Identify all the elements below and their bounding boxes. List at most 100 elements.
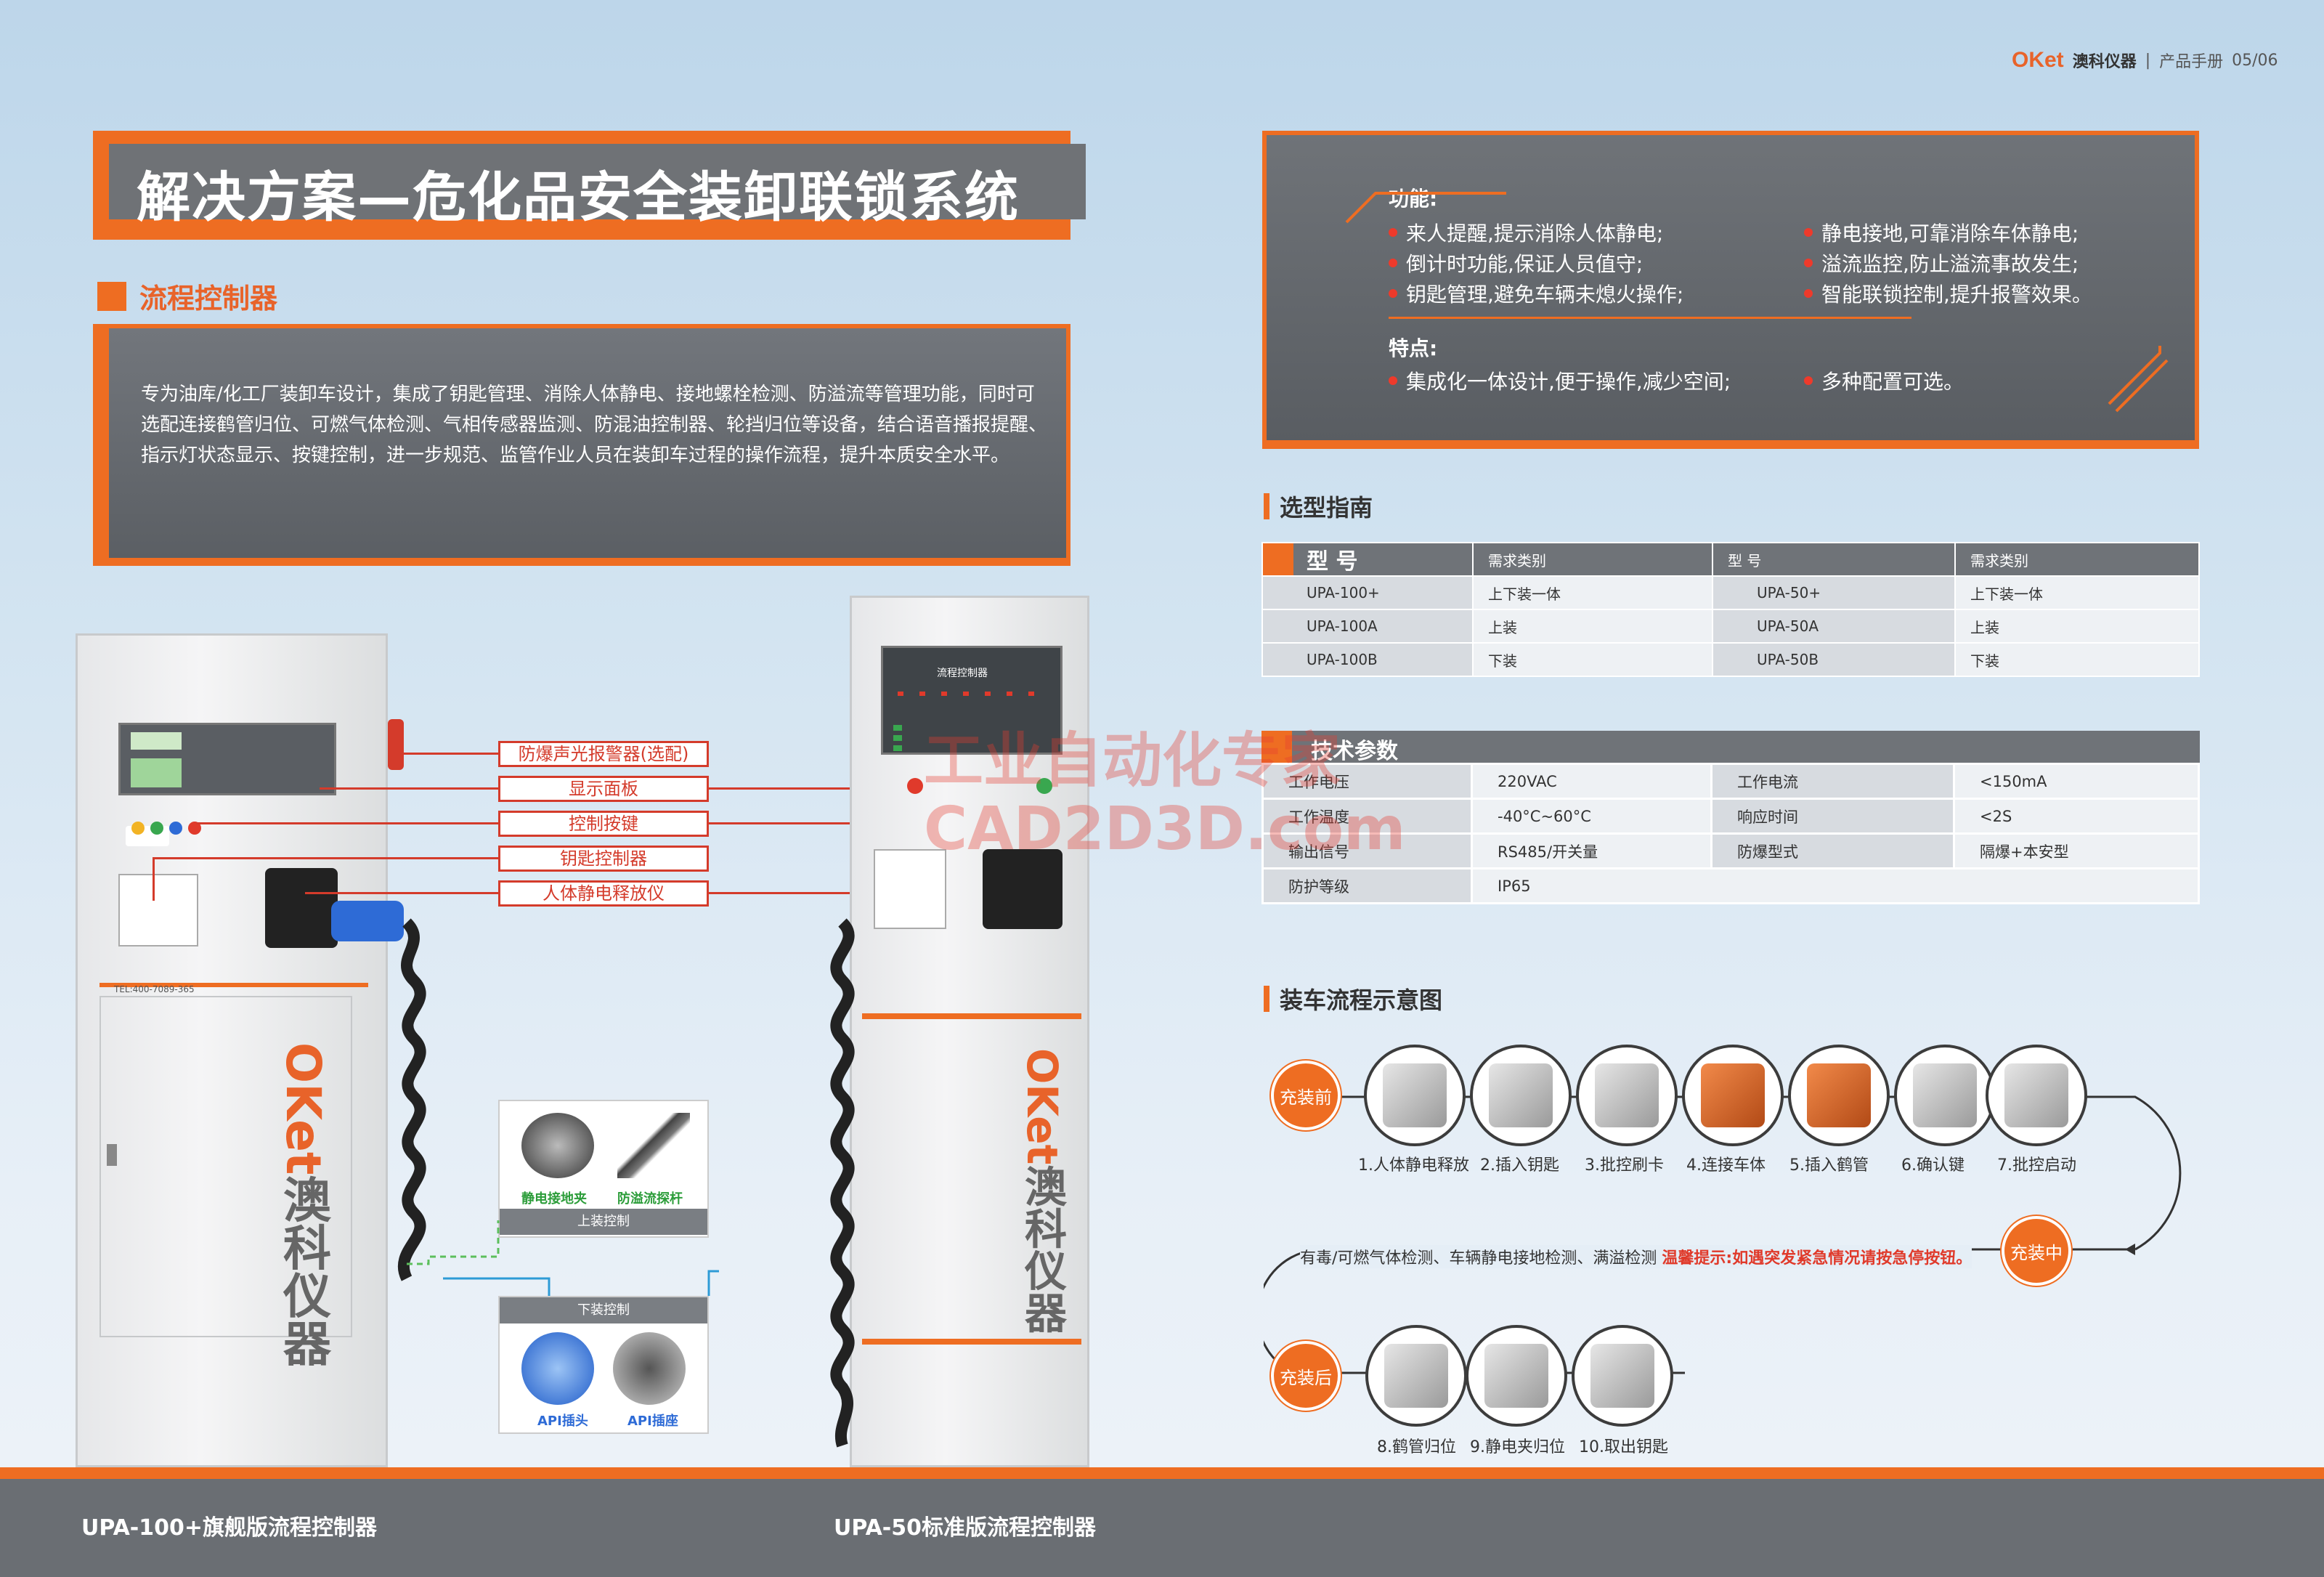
table-cell: UPA-50+ [1712,575,1956,610]
description-box: 专为油库/化工厂装卸车设计，集成了钥匙管理、消除人体静电、接地螺栓检测、防溢流等… [93,324,1070,566]
brand-logo: OKet [2012,48,2064,72]
page-header: OKet 澳科仪器 | 产品手册 05/06 [2012,48,2278,73]
page-number: 05/06 [2232,51,2278,70]
callout-line [320,787,498,790]
table-cell: 下装 [1954,642,2200,677]
coiled-cable [397,918,426,1281]
panel-title: 流程控制器 [937,668,988,679]
top-loading-box: 静电接地夹 防溢流探杆 上装控制 [498,1100,709,1238]
table-row: UPA-100+ 上下装一体 UPA-50+ 上下装一体 [1261,575,2200,610]
description-inner: 专为油库/化工厂装卸车设计，集成了钥匙管理、消除人体静电、接地螺栓检测、防溢流等… [109,328,1066,558]
selection-heading: 选型指南 [1264,490,1373,523]
cabinet-brand: OKet澳科仪器 [1017,1048,1067,1334]
callout-display: 显示面板 [498,776,709,802]
table-cell: 220VAC [1471,763,1712,800]
function-item: 智能联锁控制,提升报警效果。 [1804,279,2092,308]
features-box: 功能: 来人提醒,提示消除人体静电; 静电接地,可靠消除车体静电; 倒计时功能,… [1262,131,2199,449]
step-image [1986,1045,2087,1146]
table-row: 工作温度 -40°C~60°C 响应时间 <2S [1261,798,2200,835]
step-label: 3.批控刷卡 [1585,1156,1664,1175]
bottom-loading-box: 下装控制 API插头 API插座 [498,1296,709,1434]
table-cell: RS485/开关量 [1471,832,1712,869]
step-label: 1.人体静电释放 [1358,1156,1469,1175]
selection-table: 型 号 需求类别 型 号 需求类别 UPA-100+ 上下装一体 UPA-50+… [1261,542,2200,677]
orange-stripe [862,1339,1081,1345]
table-cell: 下装 [1472,642,1713,677]
brand-name: 澳科仪器 [2072,53,2137,71]
table-cell: 防护等级 [1261,867,1473,904]
table-cell: 工作电流 [1710,763,1955,800]
flow-heading: 装车流程示意图 [1264,982,1442,1015]
top-loading-bar: 上装控制 [500,1209,707,1235]
table-cell: UPA-50A [1712,609,1956,644]
header-cell: 型 号 [1712,542,1956,577]
table-row: 工作电压 220VAC 工作电流 <150mA [1261,763,2200,800]
static-release-device[interactable] [983,849,1063,929]
probe-label: 防溢流探杆 [617,1191,683,1207]
green-button[interactable] [150,822,163,835]
table-cell: UPA-100+ [1261,575,1474,610]
callout-static: 人体静电释放仪 [498,880,709,907]
confirm-button[interactable] [1036,778,1052,794]
alarm-beacon [388,719,404,770]
footer-right-caption: UPA-50标准版流程控制器 [834,1515,1097,1541]
footer-bar: UPA-100+旗舰版流程控制器 UPA-50标准版流程控制器 [0,1467,2324,1577]
step-label: 5.插入鹤管 [1789,1156,1869,1175]
step-image [1364,1045,1466,1146]
callout-buttons: 控制按键 [498,811,709,837]
function-label: 功能: [1389,187,1438,211]
red-button[interactable] [188,822,201,835]
table-cell: -40°C~60°C [1471,798,1712,835]
section-heading: 流程控制器 [97,276,277,316]
static-release-device[interactable] [265,868,338,948]
api-plug [331,901,404,941]
table-cell: 隔爆+本安型 [1953,832,2200,869]
cabinet-door[interactable] [99,996,352,1337]
callout-line [709,787,905,790]
table-cell: UPA-50B [1712,642,1956,677]
function-item: 钥匙管理,避免车辆未熄火操作; [1389,279,1683,308]
detection-text: 有毒/可燃气体检测、车辆静电接地检测、满溢检测 [1300,1249,1657,1268]
step-image [1894,1045,1996,1146]
step-label: 7.批控启动 [1997,1156,2076,1175]
cabinet-brand: OKet澳科仪器 [275,1042,331,1367]
door-handle[interactable] [107,1144,117,1166]
lcd-screen [131,758,182,787]
callout-line [305,892,498,894]
callout-line [153,857,155,901]
title-banner: 解决方案—危化品安全装卸联锁系统 [93,131,1086,240]
function-item: 静电接地,可靠消除车体静电; [1804,218,2079,247]
header-cell: 型 号 [1261,542,1474,577]
step-image [1682,1045,1784,1146]
node-before-loading: 充装前 [1271,1061,1341,1130]
page-title: 解决方案—危化品安全装卸联锁系统 [137,166,1020,229]
step-label: 2.插入钥匙 [1480,1156,1559,1175]
control-panel: 流程控制器 [881,646,1063,755]
table-row: 防护等级 IP65 [1261,867,2200,904]
blue-button[interactable] [169,822,182,835]
node-after-loading: 充装后 [1271,1341,1341,1411]
node-during-loading: 充装中 [2002,1216,2071,1286]
manual-label: 产品手册 [2159,53,2224,71]
emergency-button[interactable] [907,778,923,794]
table-cell: <150mA [1953,763,2200,800]
tel-text: TEL:400-7089-365 [114,984,195,994]
lcd-screen [131,732,182,750]
indicator-lights [898,692,1050,696]
key-controller[interactable] [874,849,946,929]
accessory-connector-lines [407,1220,719,1296]
bottom-loading-bar: 下装控制 [500,1297,707,1323]
tech-title: 技术参数 [1311,739,1398,764]
yellow-button[interactable] [131,822,145,835]
flow-marker [1264,986,1269,1012]
function-item: 溢流监控,防止溢流事故发生; [1804,248,2079,277]
function-item: 倒计时功能,保证人员值守; [1389,248,1643,277]
features-inner: 功能: 来人提醒,提示消除人体静电; 静电接地,可靠消除车体静电; 倒计时功能,… [1267,135,2195,440]
flow-middle-text: 有毒/可燃气体检测、车辆静电接地检测、满溢检测 温馨提示:如遇突发紧急情况请按急… [1300,1245,1972,1268]
key-controller[interactable] [118,874,198,946]
orange-stripe [99,983,368,987]
characteristics-item: 集成化一体设计,便于操作,减少空间; [1389,366,1731,395]
callout-key: 钥匙控制器 [498,846,709,872]
api-plug-label: API插头 [537,1414,588,1429]
